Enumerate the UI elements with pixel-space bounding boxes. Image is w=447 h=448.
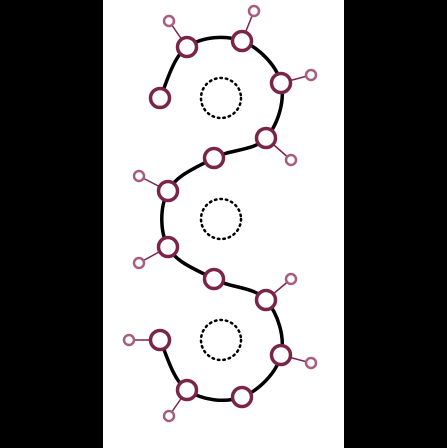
- atom-a2: [175, 35, 199, 59]
- atom-a14: [148, 328, 172, 352]
- ring-bottom-center: [199, 318, 243, 362]
- atom-a13: [175, 378, 199, 402]
- atom-a8: [156, 235, 180, 259]
- ring-top-center: [199, 76, 243, 120]
- hydrogen-a8: [132, 256, 146, 270]
- hydrogen-a13: [162, 409, 176, 423]
- hydrogen-a10: [284, 272, 298, 286]
- atom-a4: [269, 71, 293, 95]
- backbone-atoms: [148, 29, 293, 409]
- hydrogen-a11: [304, 356, 318, 370]
- atom-a5: [254, 126, 278, 150]
- atom-a10: [254, 288, 278, 312]
- atom-a3: [230, 29, 254, 53]
- hydrogen-a14: [122, 333, 136, 347]
- atom-a1: [148, 86, 172, 110]
- hydrogen-atoms: [122, 4, 318, 423]
- atom-a6: [202, 146, 226, 170]
- hydrogen-a7: [132, 169, 146, 183]
- hydrogen-a5: [284, 153, 298, 167]
- atom-a9: [202, 267, 226, 291]
- hydrogen-a2: [162, 14, 176, 28]
- atom-a7: [156, 179, 180, 203]
- atom-a11: [269, 343, 293, 367]
- atom-a12: [230, 385, 254, 409]
- diagram-panel: [103, 0, 344, 448]
- ring-centers: [199, 76, 243, 362]
- ring-middle-center: [199, 197, 243, 241]
- hydrogen-a4: [304, 68, 318, 82]
- hydrogen-a3: [247, 4, 261, 18]
